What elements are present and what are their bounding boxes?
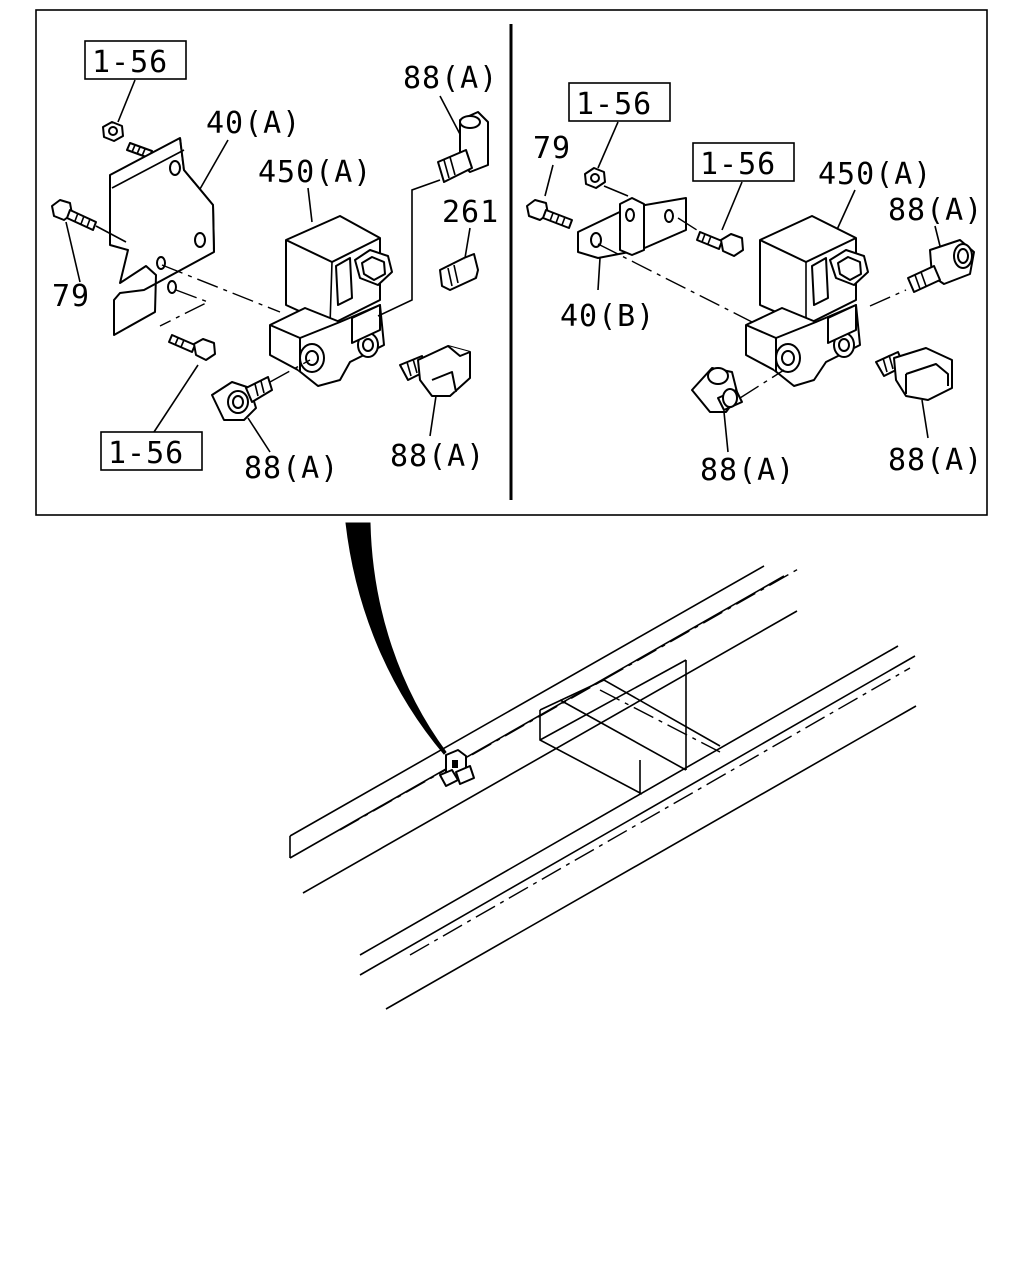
elbow-fitting-88a-lower-left-icon	[211, 376, 273, 421]
bracket-40a[interactable]	[109, 137, 215, 336]
elbow-fitting-88a-top-icon	[437, 111, 489, 183]
ref-box-1-56[interactable]: 1-56	[568, 82, 671, 122]
svg-text:1-56: 1-56	[92, 45, 168, 80]
flange-bolt-lower-icon	[168, 334, 216, 361]
flange-nut-icon	[102, 121, 124, 142]
bracket-40b[interactable]	[577, 197, 687, 259]
label-88a-bottom-left[interactable]: 88(A)	[244, 451, 339, 486]
flange-bolt-79-icon	[526, 199, 573, 229]
label-261[interactable]: 261	[442, 195, 499, 230]
chassis-frame	[289, 565, 917, 1010]
elbow-fitting-88a-lower-right-icon	[399, 345, 471, 397]
elbow-fitting-88a-right-icon	[907, 239, 975, 293]
label-88a-bottom-right[interactable]: 88(A)	[888, 443, 983, 478]
label-88a-right[interactable]: 88(A)	[888, 193, 983, 228]
label-88a-top[interactable]: 88(A)	[403, 61, 498, 96]
label-40b[interactable]: 40(B)	[560, 299, 655, 334]
left-panel: 1-56 40(A)	[51, 40, 499, 486]
label-450a[interactable]: 450(A)	[258, 155, 372, 190]
flange-bolt-79-icon	[51, 199, 97, 231]
ref-box-1-56[interactable]: 1-56	[100, 431, 203, 471]
flange-bolt-icon	[696, 231, 744, 257]
ref-box-1-56[interactable]: 1-56	[84, 40, 187, 80]
svg-text:1-56: 1-56	[576, 87, 652, 122]
right-panel: 1-56 1-56 79	[526, 82, 983, 488]
solenoid-valve-450a[interactable]	[745, 215, 869, 387]
label-450a[interactable]: 450(A)	[818, 157, 932, 192]
elbow-fitting-88a-lower-right-icon	[875, 347, 953, 401]
svg-text:1-56: 1-56	[700, 147, 776, 182]
solenoid-valve-450a[interactable]	[269, 215, 393, 387]
ref-box-1-56[interactable]: 1-56	[692, 142, 795, 182]
flange-nut-icon	[584, 167, 606, 189]
location-leader	[345, 522, 447, 755]
label-88a-bottom-left[interactable]: 88(A)	[700, 453, 795, 488]
svg-text:1-56: 1-56	[108, 436, 184, 471]
label-79[interactable]: 79	[533, 131, 571, 166]
label-40a[interactable]: 40(A)	[206, 106, 301, 141]
inset-frame	[35, 9, 988, 516]
valve-location-marker[interactable]	[439, 749, 475, 787]
label-88a-bottom-right[interactable]: 88(A)	[390, 439, 485, 474]
label-79[interactable]: 79	[52, 279, 90, 314]
elbow-fitting-88a-lower-left-icon	[691, 367, 743, 413]
plug-261-icon	[439, 253, 479, 291]
